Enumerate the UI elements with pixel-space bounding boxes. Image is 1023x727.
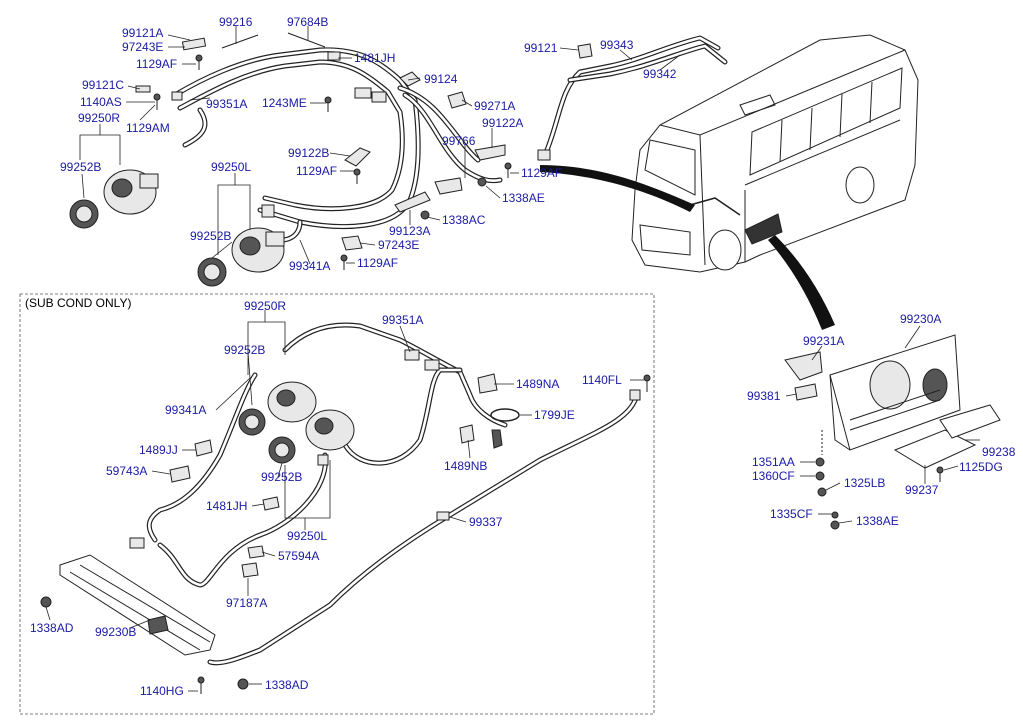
label-1338ad-2: 1338AD <box>265 678 309 692</box>
pointer-arrows <box>540 165 835 330</box>
label-99250l: 99250L <box>211 160 251 174</box>
label-1140hg: 1140HG <box>140 684 184 698</box>
label-99121: 99121 <box>524 41 558 55</box>
sub-cond-frame <box>19 293 655 715</box>
label-99216: 99216 <box>219 15 253 29</box>
label-1481jh: 1481JH <box>354 51 395 65</box>
label-1351aa: 1351AA <box>752 455 795 469</box>
label-1129af: 1129AF <box>136 57 177 71</box>
label-1140as: 1140AS <box>80 95 122 109</box>
label-99271a: 99271A <box>474 99 515 113</box>
label-1338ae-2: 1338AE <box>856 514 899 528</box>
label-99237: 99237 <box>905 483 939 497</box>
label-1489nb: 1489NB <box>444 459 487 473</box>
label-99341a: 99341A <box>289 259 330 273</box>
condenser-99230a <box>784 334 1001 530</box>
label-97243e-2: 97243E <box>378 238 419 252</box>
label-99252b: 99252B <box>60 160 101 174</box>
label-99122b: 99122B <box>288 146 329 160</box>
label-99342: 99342 <box>643 67 677 81</box>
label-99252b-3: 99252B <box>224 343 265 357</box>
label-99123a: 99123A <box>389 224 430 238</box>
top-hose-assembly <box>171 47 503 243</box>
label-99351a: 99351A <box>206 97 247 111</box>
label-1338ad: 1338AD <box>30 621 74 635</box>
top-right-brackets <box>340 71 512 270</box>
condenser-99230b <box>40 554 249 694</box>
label-1129am: 1129AM <box>126 121 170 135</box>
label-99250r-2: 99250R <box>244 299 286 313</box>
compressor-99250r-top <box>69 169 159 229</box>
top-left-brackets <box>135 32 371 184</box>
label-1129af-3: 1129AF <box>521 166 562 180</box>
label-1243me: 1243ME <box>262 96 307 110</box>
label-99122a: 99122A <box>482 116 523 130</box>
label-57594a: 57594A <box>278 549 319 563</box>
label-1140fl: 1140FL <box>582 373 622 387</box>
label-1481jh-2: 1481JH <box>206 499 247 513</box>
bus-illustration <box>631 34 919 273</box>
label-1799je: 1799JE <box>534 408 575 422</box>
label-1489jj: 1489JJ <box>139 443 178 457</box>
leader-lines <box>45 26 980 692</box>
sub-compressor-lower <box>268 409 355 464</box>
label-1489na: 1489NA <box>516 377 559 391</box>
label-1129af-2: 1129AF <box>296 164 337 178</box>
label-99238: 99238 <box>982 445 1016 459</box>
label-99231a: 99231A <box>803 334 844 348</box>
label-1125dg: 1125DG <box>959 460 1003 474</box>
label-59743a: 59743A <box>106 464 147 478</box>
label-99250r: 99250R <box>78 111 120 125</box>
label-99124: 99124 <box>424 72 458 86</box>
compressor-99250l-top <box>197 227 285 287</box>
label-97187a: 97187A <box>226 596 267 610</box>
label-99121a: 99121A <box>122 26 163 40</box>
label-99381: 99381 <box>747 389 781 403</box>
label-99351a-2: 99351A <box>382 313 423 327</box>
label-99766: 99766 <box>442 134 476 148</box>
label-99337: 99337 <box>469 515 503 529</box>
label-99250l-2: 99250L <box>287 529 327 543</box>
label-1335cf: 1335CF <box>770 507 813 521</box>
label-99230b: 99230B <box>95 625 136 639</box>
front-hoses <box>537 35 728 161</box>
label-99343: 99343 <box>600 38 634 52</box>
section-note: (SUB COND ONLY) <box>25 296 131 310</box>
label-97243e: 97243E <box>122 40 163 54</box>
label-1338ae: 1338AE <box>502 191 545 205</box>
label-99341a-2: 99341A <box>165 403 206 417</box>
sub-cond-hoses <box>129 322 641 666</box>
sub-cond-clips <box>169 373 651 578</box>
label-99230a: 99230A <box>900 312 941 326</box>
label-1129af-4: 1129AF <box>357 256 398 270</box>
label-97684b: 97684B <box>287 15 328 29</box>
label-1360cf: 1360CF <box>752 469 795 483</box>
label-99252b-2: 99252B <box>190 229 231 243</box>
part-labels: 99121A 97243E 1129AF 99216 97684B 1481JH… <box>30 15 1016 698</box>
label-99252b-4: 99252B <box>261 470 302 484</box>
sub-compressor-upper <box>238 381 317 436</box>
label-1325lb: 1325LB <box>844 476 885 490</box>
label-1338ac: 1338AC <box>442 213 486 227</box>
label-99121c: 99121C <box>82 78 124 92</box>
